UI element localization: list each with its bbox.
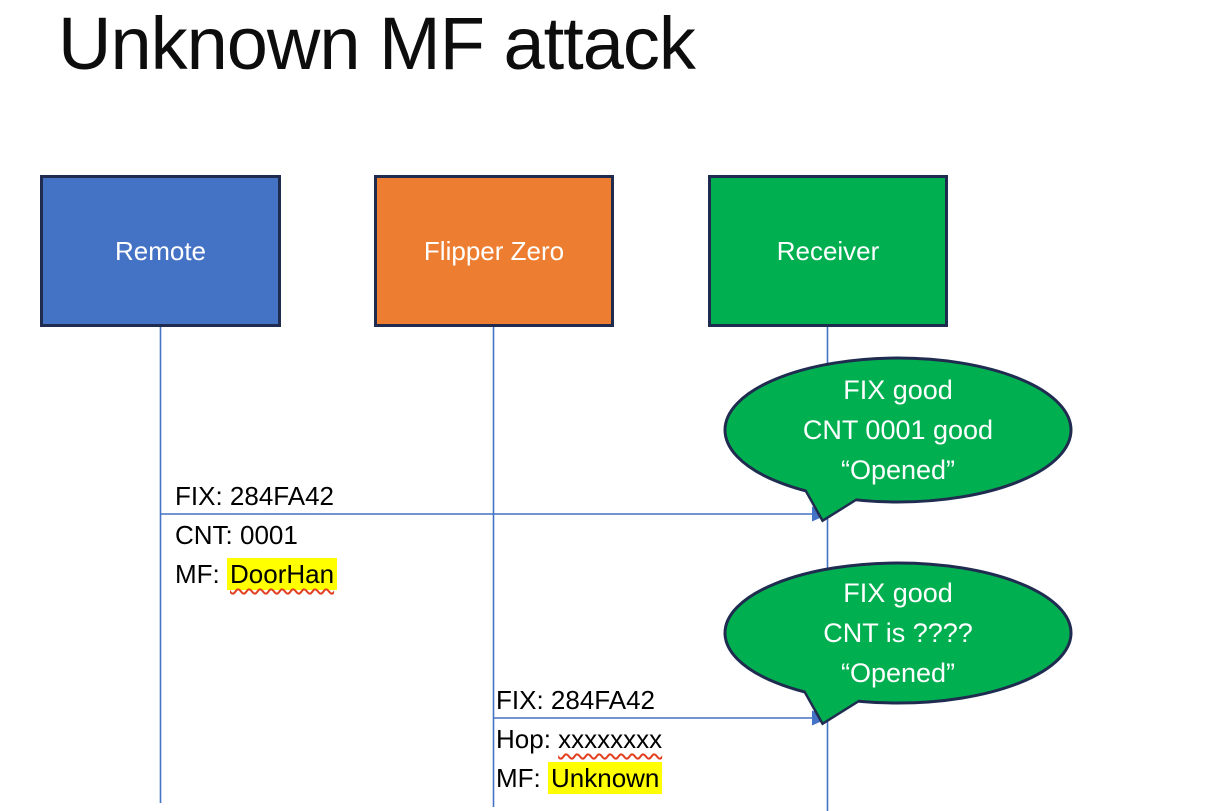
message-2-mf-highlighted: Unknown bbox=[548, 762, 663, 794]
callout-1-line-3: “Opened” bbox=[840, 455, 956, 485]
callout-1-text: FIX good CNT 0001 good “Opened” bbox=[726, 370, 1070, 490]
message-1-line-mf: MF: DoorHan bbox=[175, 555, 338, 594]
callout-2-text: FIX good CNT is ???? “Opened” bbox=[726, 573, 1070, 693]
message-2-hop-misspelled: xxxxxxxx bbox=[558, 724, 663, 754]
message-2-line-mf: MF: Unknown bbox=[496, 759, 663, 798]
callout-1-ellipse bbox=[723, 356, 1073, 504]
callout-2-line-3: “Opened” bbox=[840, 658, 956, 688]
message-2-hop-prefix: Hop: bbox=[496, 724, 559, 754]
callout-1-bubble bbox=[723, 356, 1073, 523]
actor-box-receiver: Receiver bbox=[708, 175, 948, 327]
message-1-line-cnt: CNT: 0001 bbox=[175, 520, 298, 550]
message-2-line-fix: FIX: 284FA42 bbox=[496, 685, 655, 715]
callout-1-line-2: CNT 0001 good bbox=[802, 415, 994, 445]
message-1-line-fix: FIX: 284FA42 bbox=[175, 481, 334, 511]
message-2-labels: FIX: 284FA42 Hop: xxxxxxxx MF: Unknown bbox=[496, 681, 663, 798]
actor-box-remote: Remote bbox=[40, 175, 281, 327]
message-2-mf-prefix: MF: bbox=[496, 763, 548, 793]
callout-2-line-2: CNT is ???? bbox=[823, 618, 973, 648]
message-1-mf-prefix: MF: bbox=[175, 559, 227, 589]
message-1-labels: FIX: 284FA42 CNT: 0001 MF: DoorHan bbox=[175, 477, 338, 594]
callout-2-line-1: FIX good bbox=[843, 578, 953, 608]
callout-2-ellipse bbox=[723, 561, 1073, 705]
actor-flipper-zero-label: Flipper Zero bbox=[423, 235, 565, 266]
actor-box-flipper-zero: Flipper Zero bbox=[374, 175, 614, 327]
callout-1-tail-join bbox=[800, 478, 871, 519]
callout-2-tail-join bbox=[800, 681, 871, 722]
message-1-mf-highlighted: DoorHan bbox=[227, 558, 338, 590]
slide-title: Unknown MF attack bbox=[58, 2, 696, 85]
actor-remote-label: Remote bbox=[114, 235, 207, 266]
callout-2-bubble bbox=[723, 561, 1073, 726]
callout-1-line-1: FIX good bbox=[843, 375, 953, 405]
actor-receiver-label: Receiver bbox=[776, 235, 880, 266]
message-2-line-hop: Hop: xxxxxxxx bbox=[496, 720, 662, 759]
